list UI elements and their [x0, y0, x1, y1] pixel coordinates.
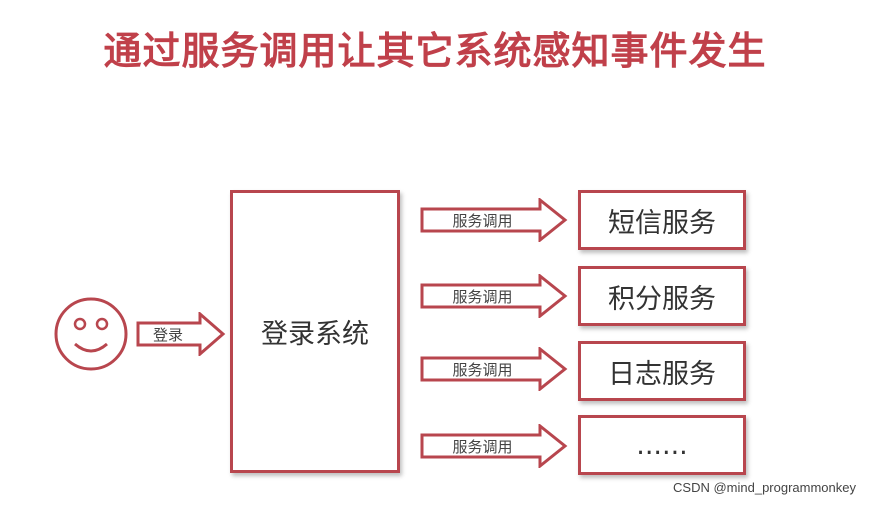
more-services-box: ......: [578, 415, 746, 475]
service-label: 日志服务: [608, 358, 716, 390]
points-service-box: 积分服务: [578, 266, 746, 326]
smiley-face-icon: [53, 296, 129, 376]
service-call-label: 服务调用: [452, 287, 513, 306]
watermark: CSDN @mind_programmonkey: [673, 480, 856, 495]
service-call-arrow-points: 服务调用: [420, 274, 568, 318]
service-call-arrow-log: 服务调用: [420, 347, 568, 391]
sms-service-box: 短信服务: [578, 190, 746, 250]
service-call-arrow-more: 服务调用: [420, 424, 568, 468]
login-arrow-label: 登录: [152, 325, 183, 344]
login-system-label: 登录系统: [261, 319, 369, 350]
service-label: 短信服务: [608, 207, 716, 239]
page-title: 通过服务调用让其它系统感知事件发生: [103, 29, 767, 73]
login-arrow: 登录: [136, 312, 226, 356]
service-label: 积分服务: [608, 283, 716, 315]
log-service-box: 日志服务: [578, 341, 746, 401]
login-system-box: 登录系统: [230, 190, 400, 473]
service-call-label: 服务调用: [452, 437, 513, 456]
service-call-label: 服务调用: [452, 211, 513, 230]
service-label: ......: [636, 429, 688, 461]
service-call-label: 服务调用: [452, 360, 513, 379]
service-call-arrow-sms: 服务调用: [420, 198, 568, 242]
